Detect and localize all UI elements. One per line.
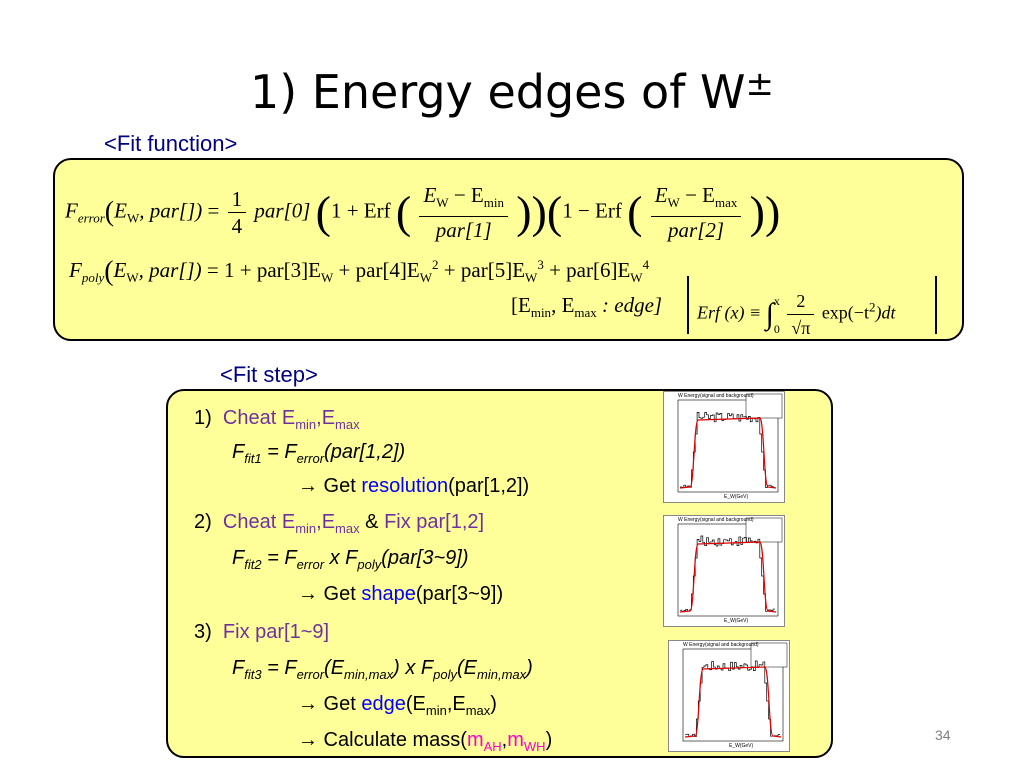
step3-result-edge: → Get edge(Emin,Emax) — [298, 693, 497, 718]
step2-formula: Ffit2 = Ferror x Fpoly(par[3~9]) — [232, 547, 469, 572]
step3-formula: Ffit3 = Ferror(Emin,max) x Fpoly(Emin,ma… — [232, 657, 533, 682]
step2-result: → Get shape(par[3~9]) — [298, 583, 504, 605]
thumb1-xlabel: E_W(GeV) — [724, 494, 749, 500]
fit-curve — [679, 417, 777, 489]
title-text: 1) Energy edges of W — [249, 65, 746, 119]
step2-heading: 2) Cheat Emin,Emax & Fix par[1,2] — [194, 511, 485, 536]
slide-title: 1) Energy edges of W± — [0, 62, 1024, 122]
step1-result: → Get resolution(par[1,2]) — [298, 475, 530, 497]
thumb3-xlabel: E_W(GeV) — [729, 743, 754, 749]
histogram-plot-2 — [677, 517, 783, 617]
thumb2-title: W Energy(signal and background) — [678, 517, 754, 523]
fit-function-label: <Fit function> — [104, 131, 238, 156]
thumb3-title: W Energy(signal and background) — [683, 642, 759, 648]
edge-definition: [Emin, Emax : edge] — [511, 293, 663, 321]
erf-definition-bracket — [687, 276, 937, 334]
step1-formula: Ffit1 = Ferror(par[1,2]) — [232, 441, 406, 466]
histogram-line — [685, 660, 780, 738]
histogram-line — [680, 535, 775, 613]
fit-curve — [679, 541, 777, 613]
histogram-thumbnail-3: W Energy(signal and background) E_W(GeV) — [668, 640, 790, 752]
step1-heading: 1) Cheat Emin,Emax — [194, 407, 360, 432]
fpoly-formula: Fpoly(EW, par[]) = 1 + par[3]EW + par[4]… — [69, 256, 650, 288]
histogram-thumbnail-2: W Energy(signal and background) E_W(GeV) — [663, 515, 785, 627]
histogram-thumbnail-1: W Energy(signal and background) E_W(GeV) — [663, 391, 785, 503]
step3-result-mass: → Calculate mass(mAH,mWH) — [298, 729, 553, 754]
stats-box — [745, 393, 783, 419]
step3-heading: 3) Fix par[1~9] — [194, 621, 330, 643]
fit-step-label: <Fit step> — [220, 362, 318, 387]
fit-curve — [684, 666, 782, 738]
page-number: 34 — [935, 727, 951, 743]
histogram-plot-3 — [682, 642, 788, 742]
thumb1-title: W Energy(signal and background) — [678, 393, 754, 399]
histogram-plot-1 — [677, 393, 783, 493]
title-plusminus: ± — [745, 64, 775, 104]
stats-box — [745, 517, 783, 543]
thumb2-xlabel: E_W(GeV) — [724, 618, 749, 624]
